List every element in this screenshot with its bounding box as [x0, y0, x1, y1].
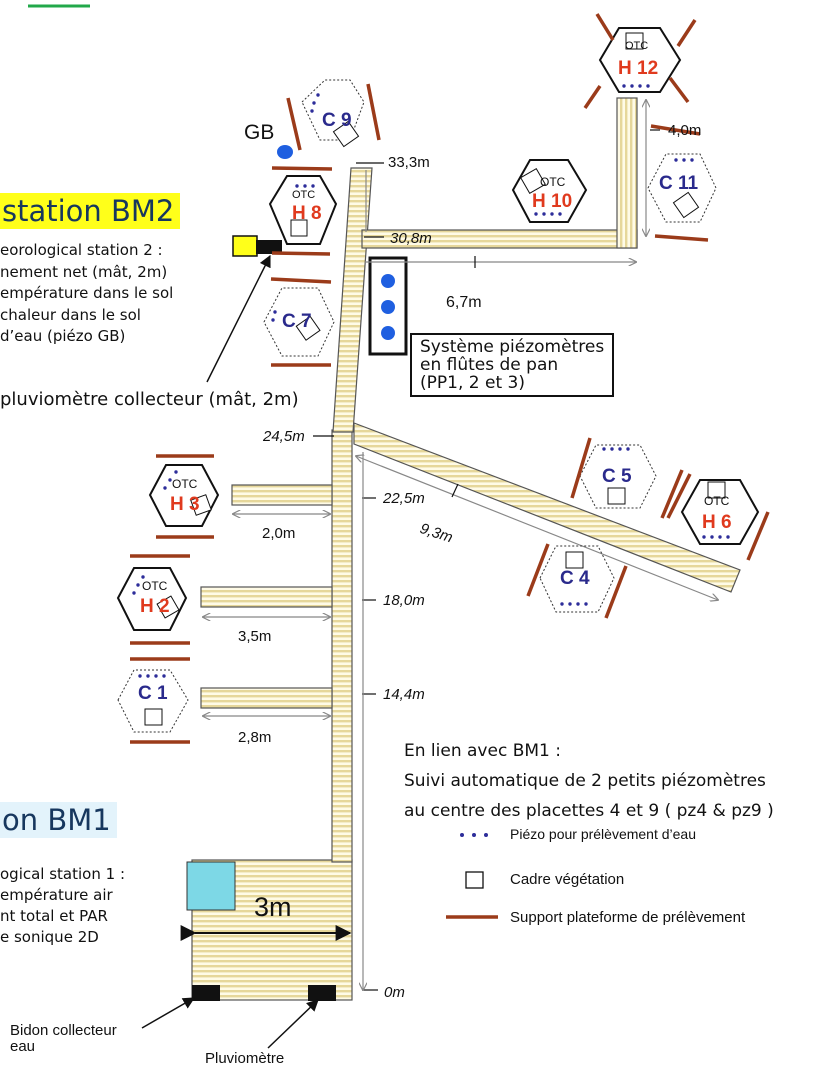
distance-markers — [203, 100, 718, 990]
branch-c1 — [200, 687, 333, 709]
diagonal-walkway — [353, 422, 741, 593]
plot-h8 — [268, 166, 338, 256]
plot-c5-label: C 5 — [602, 466, 632, 487]
bidon-box — [192, 985, 220, 1001]
piezo-pp1 — [381, 274, 395, 288]
dist-3-5: 3,5m — [238, 628, 272, 645]
bm1-station-box — [186, 861, 236, 911]
legend-piezo-label: Piézo pour prélèvement d’eau — [510, 826, 697, 842]
plot-c11-label: C 11 — [659, 173, 699, 194]
dist-4-0: 4,0m — [668, 122, 702, 139]
bidon-label: Bidon collecteur eau — [10, 1023, 117, 1055]
plot-h6-otc: OTC — [704, 494, 730, 508]
bm2-line-5: d’eau (piézo GB) — [0, 327, 126, 345]
plot-h8-label: H 8 — [292, 203, 322, 224]
walkways — [191, 97, 741, 1001]
bm1-link-line-2: Suivi automatique de 2 petits piézomètre… — [404, 771, 766, 791]
plot-h12-label: H 12 — [618, 58, 659, 79]
plot-h3-label: H 3 — [170, 494, 200, 515]
plot-h12-otc: OTC — [625, 40, 649, 52]
dist-24-5: 24,5m — [263, 428, 305, 445]
bm2-line-4: chaleur dans le sol — [0, 305, 141, 324]
bm1-description: ogical station 1 : empérature air nt tot… — [0, 864, 125, 948]
bm2-line-3: empérature dans le sol — [0, 284, 174, 302]
bm2-yellow-box — [232, 235, 258, 257]
bm1-line-1: ogical station 1 : — [0, 865, 125, 883]
bidon-line-2: eau — [10, 1038, 36, 1055]
pluviometre-arrow — [267, 999, 319, 1049]
piezo-pp3 — [381, 326, 395, 340]
piezo-line-3: (PP1, 2 et 3) — [420, 373, 525, 393]
plot-h2 — [116, 554, 190, 645]
plot-h3 — [148, 454, 220, 539]
dist-18-0: 18,0m — [383, 592, 425, 609]
pluviometer-arrow — [206, 254, 271, 383]
plot-c5 — [570, 437, 684, 519]
bm1-link-line-3: au centre des placettes 4 et 9 ( pz4 & p… — [404, 801, 774, 821]
plot-c9-label: C 9 — [322, 110, 352, 131]
piezo-pp2 — [381, 300, 395, 314]
piezo-line-2: en flûtes de pan — [420, 355, 559, 375]
legend-cadre-label: Cadre végétation — [510, 871, 625, 888]
dist-14-4: 14,4m — [383, 686, 425, 703]
plot-h8-otc: OTC — [292, 189, 316, 201]
plot-c7-label: C 7 — [282, 311, 312, 332]
gb-label: GB — [244, 121, 275, 144]
branch-h3 — [231, 484, 333, 506]
bidon-line-1: Bidon collecteur — [10, 1022, 117, 1039]
plot-h10 — [511, 159, 588, 223]
plot-h10-label: H 10 — [532, 191, 573, 212]
plot-c4-label: C 4 — [560, 568, 590, 589]
bm2-black-box — [256, 240, 282, 254]
pluviometre-label: Pluviomètre — [205, 1050, 285, 1067]
plot-c1-label: C 1 — [138, 683, 168, 704]
gb-piezo-dot — [277, 145, 293, 159]
legend-symbols — [446, 833, 498, 919]
bm1-link-line-1: En lien avec BM1 : — [404, 741, 561, 761]
main-walkway-lower — [331, 429, 353, 863]
plot-h12 — [583, 13, 697, 109]
plot-h2-label: H 2 — [140, 596, 170, 617]
piezo-line-1: Système piézomètres — [420, 337, 605, 357]
dist-22-5: 22,5m — [383, 490, 425, 507]
dist-2-0: 2,0m — [262, 525, 296, 542]
plot-h10-otc: OTC — [540, 175, 566, 189]
bm2-pluviometer-label: pluviomètre collecteur (mât, 2m) — [0, 389, 299, 410]
dist-6-7: 6,7m — [446, 294, 482, 311]
bm2-title: station BM2 — [0, 193, 181, 229]
plot-c11 — [647, 124, 717, 242]
plot-h6 — [666, 473, 770, 561]
plots — [116, 13, 770, 744]
pluviometre-box — [308, 985, 336, 1001]
dist-2-8: 2,8m — [238, 729, 272, 746]
legend-support-label: Support plateforme de prélèvement — [510, 909, 746, 926]
plot-c9 — [286, 79, 381, 151]
plot-c1 — [117, 657, 190, 744]
bm1-link-text: En lien avec BM1 : Suivi automatique de … — [404, 736, 774, 826]
plot-h2-otc: OTC — [142, 579, 168, 593]
plot-h3-otc: OTC — [172, 477, 198, 491]
bm1-line-2: empérature air — [0, 886, 113, 904]
bm2-description: eorological station 2 : nement net (mât,… — [0, 240, 173, 348]
bm1-line-4: e sonique 2D — [0, 928, 99, 946]
dist-30-8: 30,8m — [390, 230, 432, 247]
bm1-line-3: nt total et PAR — [0, 907, 108, 925]
platform-width-label: 3m — [254, 892, 292, 922]
branch-h2 — [200, 586, 333, 608]
bidon-arrow — [141, 997, 196, 1029]
branch-h12 — [616, 97, 638, 249]
bm2-line-1: eorological station 2 : — [0, 241, 163, 259]
dist-0: 0m — [384, 984, 405, 1001]
bm2-line-2: nement net (mât, 2m) — [0, 262, 168, 281]
piezo-system-label: Système piézomètres en flûtes de pan (PP… — [410, 333, 615, 397]
plot-c4 — [526, 543, 628, 619]
bm1-title: on BM1 — [0, 802, 117, 838]
plot-h6-label: H 6 — [702, 512, 732, 533]
plot-c7 — [263, 277, 335, 367]
dist-33-3: 33,3m — [388, 154, 430, 171]
